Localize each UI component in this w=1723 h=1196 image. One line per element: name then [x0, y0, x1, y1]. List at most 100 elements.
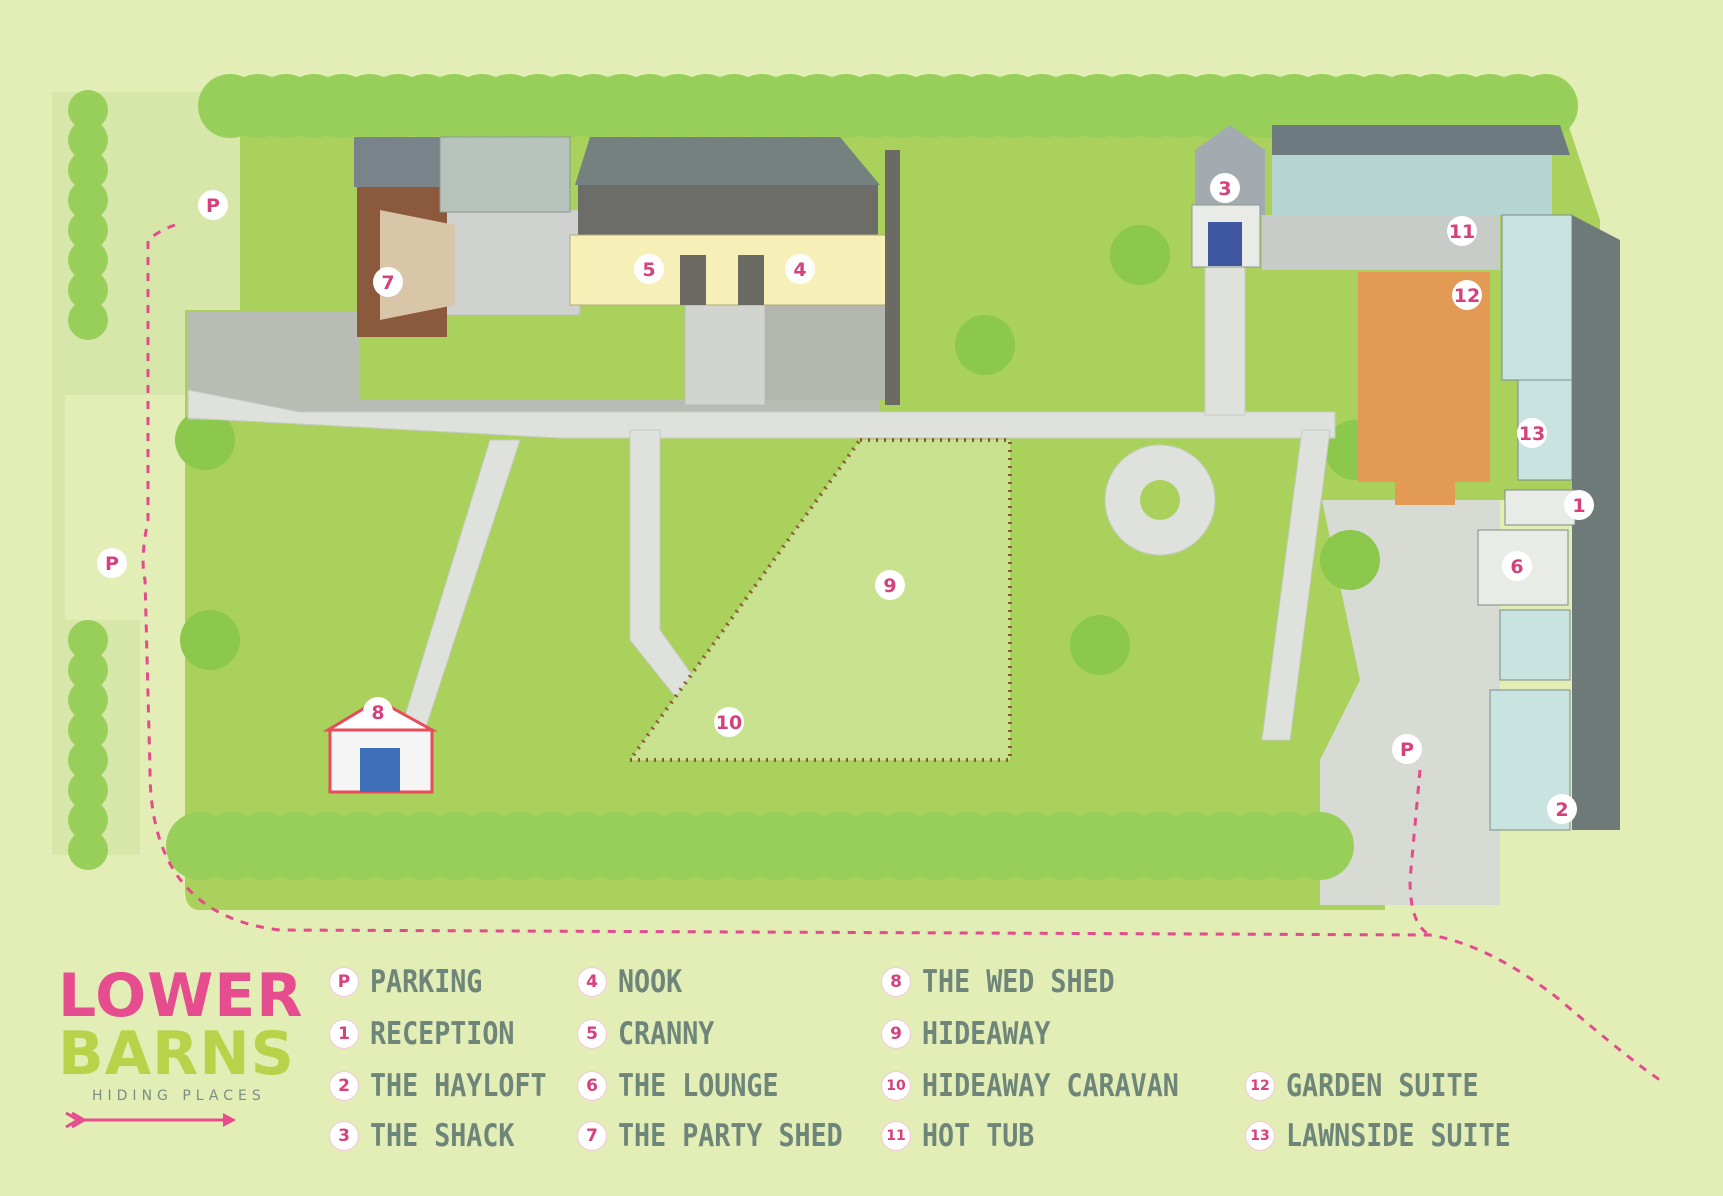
party-shed-deck	[380, 210, 455, 320]
path-east	[1261, 429, 1331, 741]
marker-badge	[1564, 490, 1594, 520]
location-marker-8[interactable]: 8	[363, 697, 393, 727]
legend-badge: 4	[578, 968, 606, 996]
legend-label: LAWNSIDE SUITE	[1286, 1118, 1511, 1154]
legend-badge: 3	[330, 1122, 358, 1150]
location-marker-13[interactable]: 13	[1517, 418, 1547, 448]
tree-icon	[68, 90, 108, 130]
marker-label: 3	[1218, 178, 1231, 200]
legend-item-5[interactable]: 5 CRANNY	[578, 1016, 730, 1052]
barn-upper	[578, 185, 878, 235]
garden-suite	[1501, 214, 1573, 381]
location-marker-3[interactable]: 3	[1210, 173, 1240, 203]
lounge-annex	[1499, 609, 1571, 681]
tree-icon	[1286, 812, 1354, 880]
marker-label: 8	[371, 702, 384, 724]
party-shed-roof	[354, 137, 442, 187]
tree-icon	[68, 770, 108, 810]
legend-label: CRANNY	[618, 1016, 715, 1052]
location-marker-5[interactable]: 5	[634, 254, 664, 284]
parking-route-east	[1408, 769, 1431, 937]
legend-badge: P	[330, 968, 358, 996]
legend-label: THE SHACK	[370, 1118, 515, 1154]
courtyard-paving	[439, 209, 581, 316]
parking-marker[interactable]: P	[198, 190, 228, 220]
location-marker-11[interactable]: 11	[1447, 216, 1477, 246]
marker-label: P	[206, 195, 220, 217]
tree-icon	[68, 270, 108, 310]
tree-icon	[68, 650, 108, 690]
legend-label: THE WED SHED	[922, 964, 1115, 1000]
nook-door[interactable]	[738, 255, 764, 305]
hot-tub-slate	[1262, 215, 1500, 270]
legend-badge: 5	[578, 1020, 606, 1048]
marker-label: P	[105, 553, 119, 575]
legend-badge: 8	[882, 968, 910, 996]
legend-badge: 11	[882, 1122, 910, 1150]
legend-badge: 13	[1246, 1122, 1274, 1150]
legend-badge: 10	[882, 1072, 910, 1100]
legend-badge: 12	[1246, 1072, 1274, 1100]
party-shed[interactable]	[354, 136, 571, 337]
legend-label: HIDEAWAY CARAVAN	[922, 1068, 1179, 1104]
tree-icon	[68, 120, 108, 160]
legend-item-3[interactable]: 3 THE SHACK	[330, 1118, 538, 1154]
legend-item-10[interactable]: 10 HIDEAWAY CARAVAN	[882, 1068, 1221, 1104]
location-marker-7[interactable]: 7	[373, 267, 403, 297]
shack-door[interactable]	[1208, 222, 1242, 266]
brand-logo: LOWER BARNS HIDING PLACES	[58, 961, 304, 1134]
parking-marker[interactable]: P	[1392, 734, 1422, 764]
barn-roof	[575, 137, 880, 185]
wed-shed-door[interactable]	[360, 748, 400, 792]
greenhouse	[439, 136, 571, 213]
car-park	[1320, 500, 1500, 905]
marker-badge	[634, 254, 664, 284]
main-path	[187, 389, 1336, 439]
legend-item-8[interactable]: 8 THE WED SHED	[882, 964, 1146, 1000]
marker-badge	[97, 548, 127, 578]
legend-label: HOT TUB	[922, 1118, 1035, 1154]
hot-tub-area[interactable]	[1262, 125, 1570, 505]
location-marker-6[interactable]: 6	[1502, 551, 1532, 581]
location-marker-12[interactable]: 12	[1452, 280, 1482, 310]
parking-marker[interactable]: P	[97, 548, 127, 578]
marker-badge	[714, 707, 744, 737]
tree-icon	[68, 180, 108, 220]
legend-badge: 1	[330, 1020, 358, 1048]
marker-badge	[1547, 794, 1577, 824]
tree-icon	[68, 680, 108, 720]
location-marker-9[interactable]: 9	[875, 570, 905, 600]
location-marker-2[interactable]: 2	[1547, 794, 1577, 824]
marker-badge	[363, 697, 393, 727]
marker-label: 6	[1510, 556, 1523, 578]
location-marker-1[interactable]: 1	[1564, 490, 1594, 520]
legend-item-13[interactable]: 13 LAWNSIDE SUITE	[1246, 1118, 1547, 1154]
marker-label: 5	[642, 259, 655, 281]
marker-label: 12	[1454, 285, 1480, 307]
tree-icon	[1320, 530, 1380, 590]
brand-line1: LOWER	[58, 961, 304, 1031]
location-marker-4[interactable]: 4	[785, 254, 815, 284]
marker-badge	[1447, 216, 1477, 246]
reception	[1504, 489, 1576, 526]
cranny-door[interactable]	[680, 255, 706, 305]
nook-cranny-barn[interactable]	[569, 137, 900, 405]
tree-icon	[68, 240, 108, 280]
location-marker-10[interactable]: 10	[714, 707, 744, 737]
east-block[interactable]	[1477, 214, 1620, 831]
legend-item-11[interactable]: 11 HOT TUB	[882, 1118, 1053, 1154]
marker-badge	[785, 254, 815, 284]
east-roof	[1572, 215, 1620, 830]
path-north-shack	[1204, 264, 1246, 416]
tree-icon	[955, 315, 1015, 375]
the-shack[interactable]	[1191, 125, 1265, 268]
